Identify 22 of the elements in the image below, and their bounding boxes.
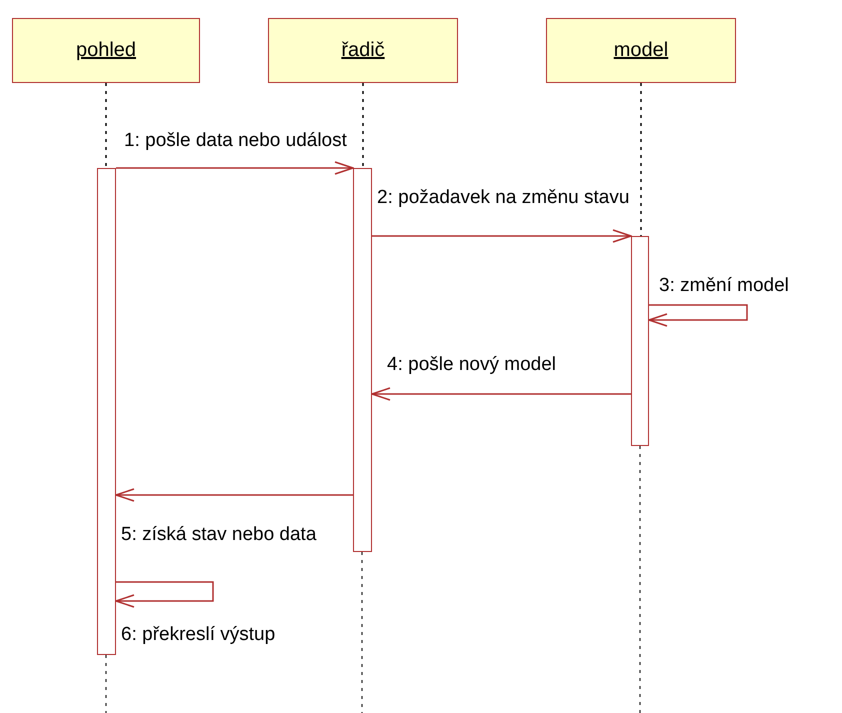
lifeline	[640, 83, 642, 236]
message-label: 2: požadavek na změnu stavu	[375, 187, 632, 209]
participant-box	[546, 18, 736, 83]
message-arrow	[372, 229, 632, 243]
message-arrow	[371, 387, 631, 401]
message-arrow	[115, 581, 214, 608]
message-label: 1: pošle data nebo událost	[122, 130, 349, 152]
message-arrow	[116, 161, 354, 175]
participant-name: řadič	[341, 39, 385, 62]
lifeline	[362, 83, 364, 168]
message-arrow	[115, 488, 353, 502]
activation-bar	[353, 168, 372, 552]
participant-name: pohled	[76, 39, 136, 62]
activation-bar	[631, 236, 649, 446]
participant-box	[12, 18, 200, 83]
participant-name: model	[614, 39, 668, 62]
participant-box	[268, 18, 458, 83]
lifeline	[105, 83, 107, 168]
message-arrow	[648, 304, 748, 327]
message-label: 4: pošle nový model	[385, 354, 558, 376]
activation-bar	[97, 168, 116, 655]
message-label: 6: překreslí výstup	[119, 624, 278, 646]
